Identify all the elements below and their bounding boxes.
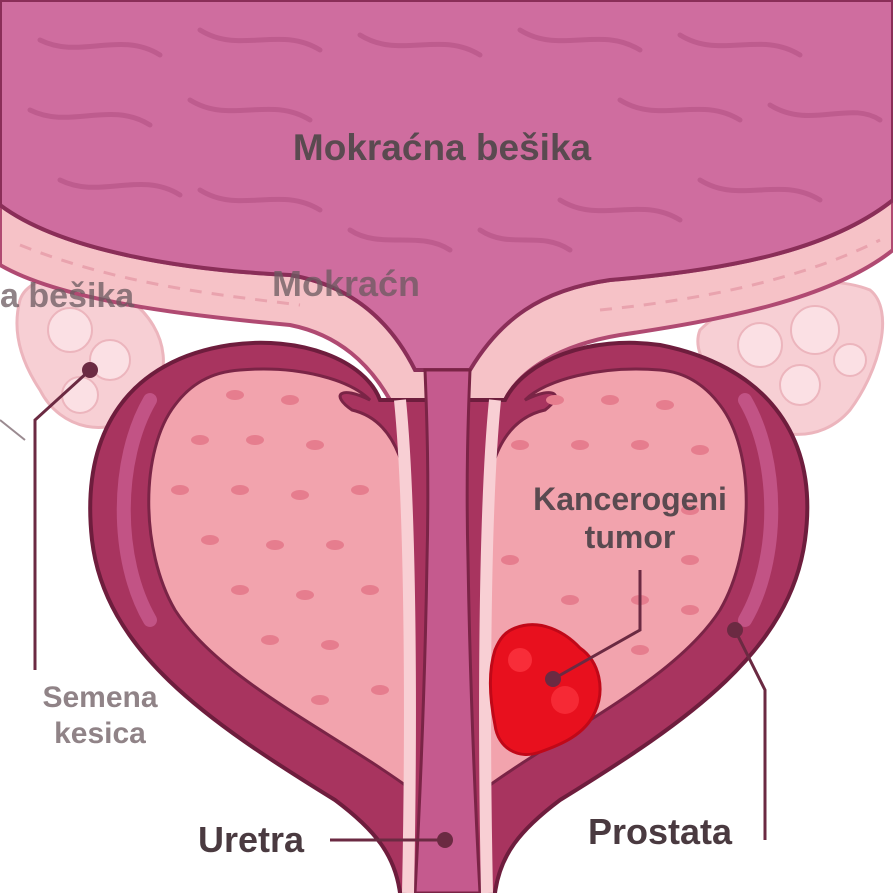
leader-lines bbox=[33, 368, 767, 842]
prostate-label: Prostata bbox=[588, 811, 733, 852]
bladder-ghost-label: Mokraćn bbox=[272, 263, 421, 304]
leader-vesicle bbox=[33, 368, 92, 670]
tumor-label: Kancerogeni tumor bbox=[505, 480, 755, 557]
vesicle-label-line2: kesica bbox=[54, 717, 146, 750]
tumor-label-line1: Kancerogeni bbox=[533, 481, 727, 517]
urethra-label: Uretra bbox=[198, 819, 305, 860]
tumor-label-line2: tumor bbox=[584, 519, 676, 556]
vesicle-ghost-label: a bešika bbox=[0, 277, 135, 315]
urethra bbox=[413, 368, 482, 893]
prostate-glands bbox=[171, 390, 709, 705]
leader-dots bbox=[82, 362, 743, 848]
bladder-rugae bbox=[27, 27, 883, 253]
bladder-label: Mokraćna bešika bbox=[292, 127, 592, 168]
vesicle-label: Semena kesica bbox=[20, 680, 180, 752]
leader-tumor bbox=[554, 570, 642, 680]
leader-prostate bbox=[733, 629, 767, 840]
vesicle-label-line1: Semena bbox=[42, 681, 158, 714]
